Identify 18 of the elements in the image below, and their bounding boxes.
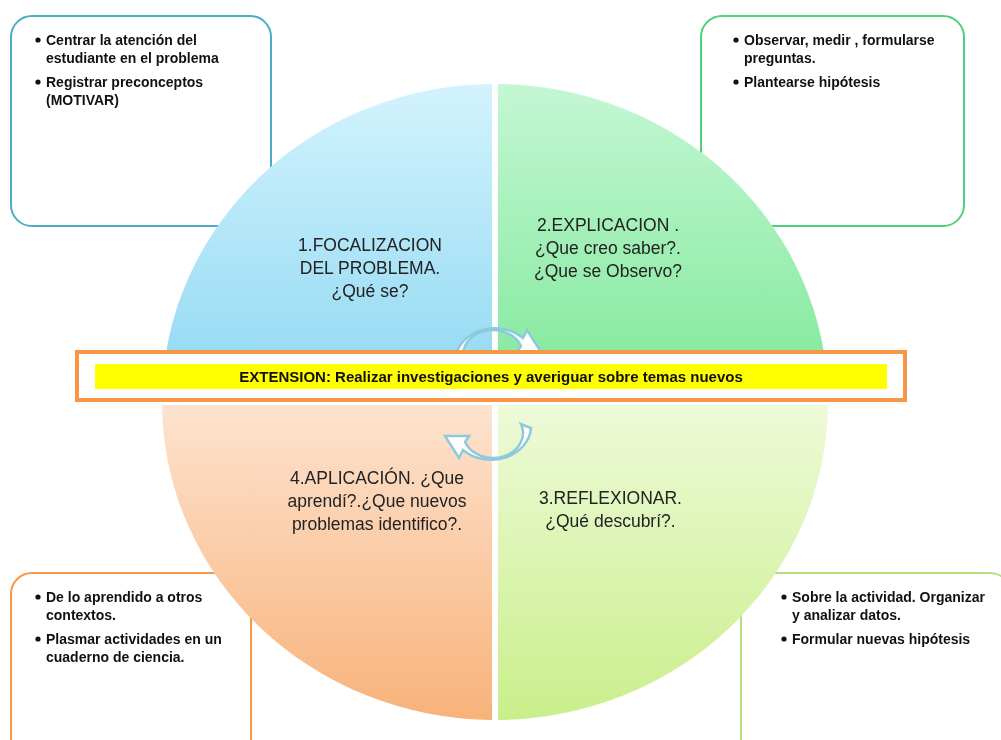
bullet-item: Formular nuevas hipótesis [792,631,971,647]
extension-banner [75,350,907,402]
banner-text: EXTENSION: Realizar investigaciones y averiguar sobre temas nuevos [95,363,887,389]
bullet-item: De lo aprendido a otros contextos. [46,589,203,623]
note-box [740,572,1001,740]
bullet-item: Centrar la atención del estudiante en el problema [46,32,219,66]
bullet-item: Plantearse hipótesis [744,74,881,90]
note-box [700,15,965,227]
quadrant-label: 3.REFLEXIONAR. ¿Qué descubrí?. [538,487,683,533]
quadrant-label: 4.APLICACIÓN. ¿Que aprendí?.¿Que nuevos problemas identifico?. [287,467,467,536]
quadrant-label: 2.EXPLICACION . ¿Que creo saber?.¿Que se Observo? [533,214,683,283]
bullet-item: Registrar preconceptos (MOTIVAR) [46,74,204,108]
bullet-item: Plasmar actividades en un cuaderno de ciencia. [46,631,222,665]
bullet-item: Sobre la actividad. Organizar y analizar datos. [792,589,985,623]
bullet-item: Observar, medir , formularse preguntas. [744,32,935,66]
note-box [10,15,272,227]
note-box [10,572,252,740]
quadrant-label: 1.FOCALIZACION DEL PROBLEMA. ¿Qué se? [297,234,443,303]
